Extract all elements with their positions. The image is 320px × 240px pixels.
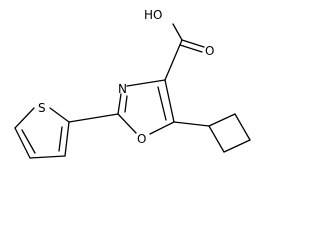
bond-c5-cyclobutyl bbox=[173, 121, 210, 127]
bond-t-c4-c3 bbox=[29, 155, 66, 159]
bond-cb-1 bbox=[208, 113, 236, 127]
bond-carbon-carbonyl bbox=[181, 39, 205, 48]
bond-n-c4 bbox=[126, 79, 166, 87]
bond-t-c5-c4 bbox=[14, 127, 31, 159]
bond-c2-thiophene bbox=[68, 113, 119, 123]
bond-c5-o1 bbox=[149, 121, 175, 135]
carbonyl-oxygen-label: O bbox=[205, 44, 214, 58]
thiophene-sulfur-label: S bbox=[38, 101, 46, 115]
bond-acid-to-ring bbox=[164, 39, 183, 81]
bond-cb-2 bbox=[234, 113, 251, 141]
oxazole-ring bbox=[117, 79, 175, 135]
bond-o1-c2 bbox=[117, 113, 137, 134]
bond-t-c5-c4-second bbox=[21, 129, 36, 154]
cyclobutyl-group bbox=[173, 113, 251, 153]
ring-nitrogen-label: N bbox=[118, 82, 127, 96]
bond-t-s-c5 bbox=[14, 107, 35, 129]
bond-c2-n bbox=[117, 93, 122, 115]
thiophene-ring bbox=[14, 107, 119, 159]
bond-cb-4 bbox=[208, 125, 225, 153]
bond-t-c3-c2-second bbox=[58, 126, 63, 152]
bond-carbon-carbonyl-second bbox=[179, 44, 203, 53]
structure-canvas: HO O N O S bbox=[14, 8, 251, 159]
ring-oxygen-label: O bbox=[137, 132, 146, 146]
bond-cb-3 bbox=[223, 139, 251, 153]
bond-c4-c5-second bbox=[157, 86, 167, 121]
molecule-drawing: HO O N O S bbox=[14, 8, 251, 159]
bond-t-c3-c2 bbox=[64, 121, 70, 157]
bond-ho-carbon bbox=[172, 23, 183, 41]
bond-t-c2-s bbox=[49, 107, 70, 123]
hydroxyl-label: HO bbox=[144, 8, 162, 22]
bond-c4-c5 bbox=[164, 79, 175, 123]
bond-c2-n-second bbox=[124, 95, 128, 113]
carboxylic-acid-group bbox=[164, 23, 205, 81]
